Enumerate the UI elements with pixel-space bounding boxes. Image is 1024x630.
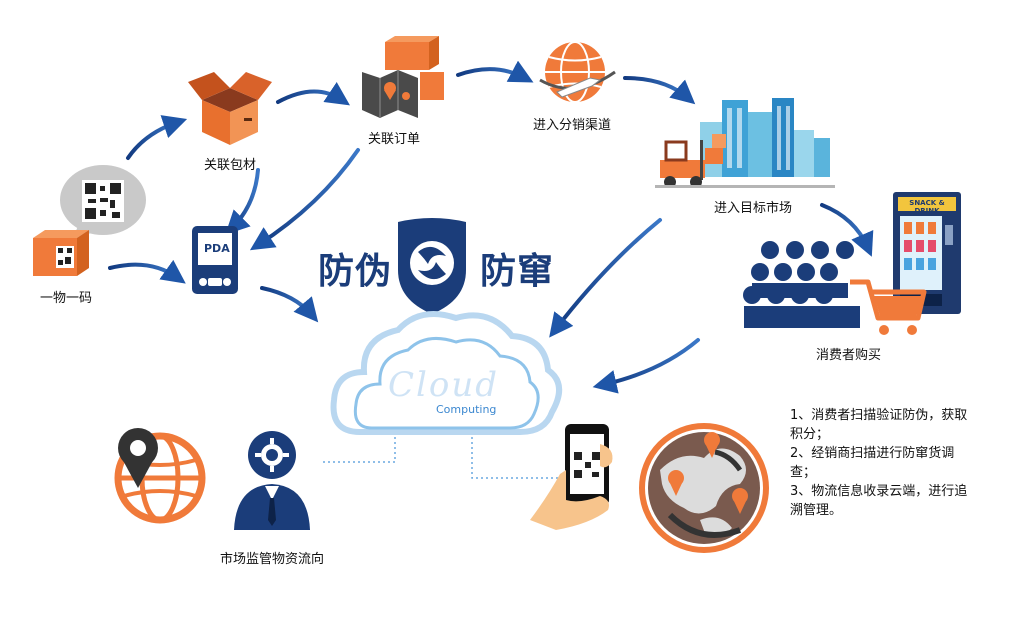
- notes-list: 1、消费者扫描验证防伪，获取积分； 2、经销商扫描进行防窜货调查； 3、物流信息…: [790, 406, 975, 520]
- arrow-order-to-pda: [249, 148, 360, 251]
- cloud-script-text: Cloud: [388, 365, 500, 405]
- shield-logo: [398, 218, 466, 314]
- vending-sign: SNACK & DRINK: [909, 199, 945, 215]
- pda-device-icon: [192, 226, 238, 294]
- world-globe-pins-icon: [639, 423, 769, 553]
- supervisor-person-icon: [234, 431, 310, 530]
- label-link-packaging: 关联包材: [204, 158, 257, 173]
- title-anti-diversion: 防窜: [480, 251, 555, 292]
- hand-phone-scan-icon: [530, 424, 613, 530]
- arrow-market-to-cloud: [549, 218, 662, 338]
- title-anti-counterfeit: 防伪: [318, 251, 393, 292]
- arrow-packaging-to-order: [276, 82, 350, 106]
- arrow-code-to-pda: [108, 259, 186, 284]
- globe-with-plane-icon: [539, 41, 616, 103]
- note-item-1: 1、消费者扫描验证防伪，获取积分；: [790, 408, 968, 442]
- label-market-supervision: 市场监管物资流向: [220, 552, 325, 567]
- label-enter-market: 进入目标市场: [714, 201, 793, 216]
- arrow-order-to-channel: [456, 60, 534, 83]
- label-one-item-code: 一物一码: [40, 291, 93, 306]
- city-with-forklift-icon: [655, 98, 835, 188]
- note-item-3: 3、物流信息收录云端，进行追溯管理。: [790, 484, 968, 518]
- orange-box-with-qr-icon: [33, 230, 89, 276]
- note-item-2: 2、经销商扫描进行防窜货调查；: [790, 446, 955, 480]
- vending-machine-icon: [893, 192, 961, 314]
- location-globe-icon: [114, 428, 206, 524]
- label-consumer-buy: 消费者购买: [816, 348, 882, 363]
- boxes-and-map-icon: [362, 36, 444, 118]
- cloud-sub-text: Computing: [436, 403, 497, 416]
- arrow-packaging-to-pda: [225, 168, 260, 235]
- arrow-consumer-to-cloud: [592, 338, 700, 394]
- flow-arrows: [108, 60, 874, 394]
- cloud-computing-icon: [330, 311, 562, 435]
- shopping-cart-icon: [850, 279, 927, 335]
- label-enter-channel: 进入分销渠道: [533, 118, 612, 133]
- label-link-order: 关联订单: [368, 132, 421, 147]
- pda-label: PDA: [204, 242, 230, 255]
- arrow-channel-to-market: [623, 76, 696, 105]
- consumer-crowd-icon: [743, 241, 860, 328]
- open-carton-icon: [188, 72, 272, 145]
- arrow-code-to-packaging: [126, 115, 188, 160]
- arrow-pda-to-cloud: [260, 286, 319, 323]
- dotted-connectors: [320, 432, 560, 479]
- arrow-market-to-consumer: [820, 203, 874, 257]
